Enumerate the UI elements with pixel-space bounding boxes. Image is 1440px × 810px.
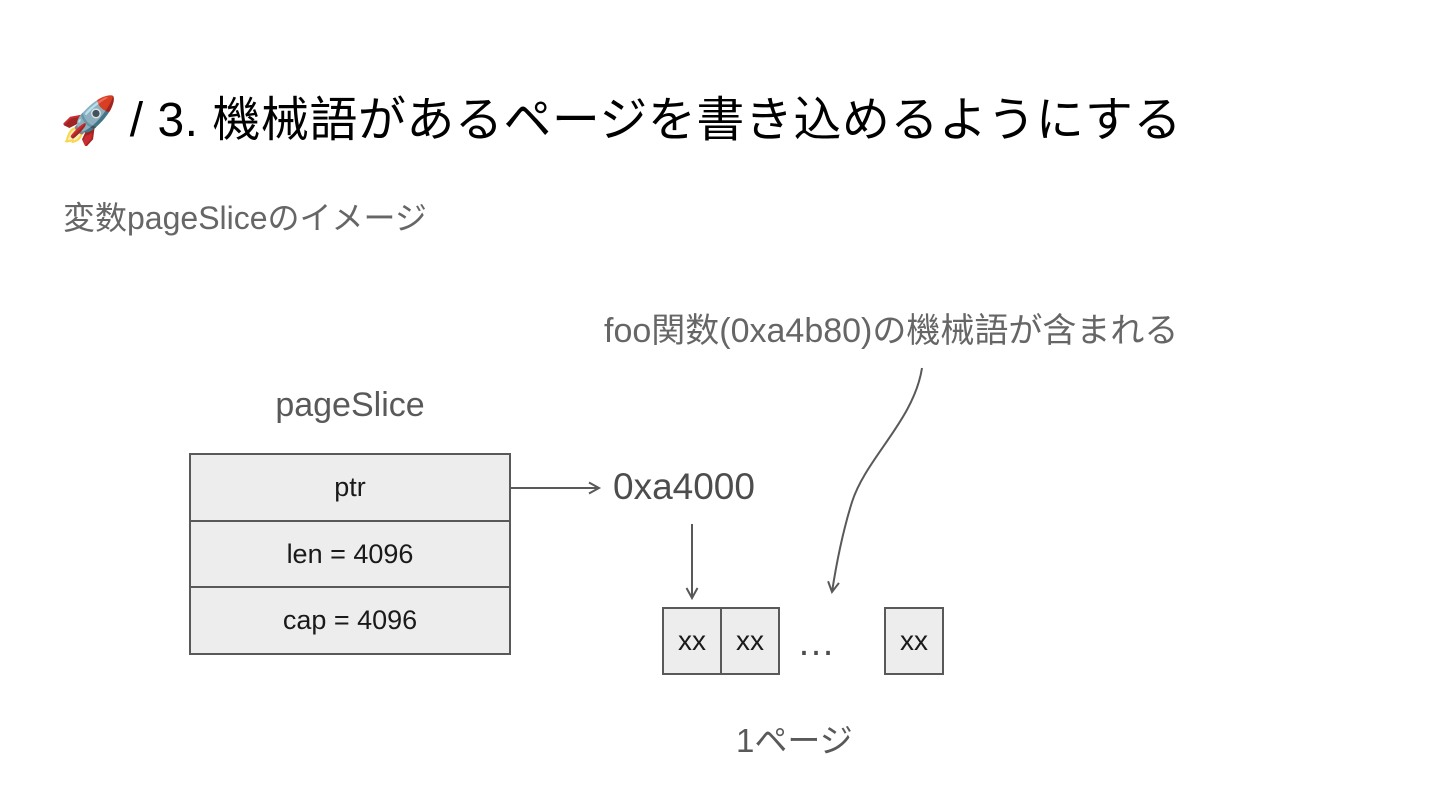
rocket-emoji-icon: 🚀 bbox=[60, 94, 118, 146]
byte-cell: xx bbox=[720, 607, 780, 675]
slide-title: 🚀/ 3. 機械語があるページを書き込めるようにする bbox=[60, 80, 1182, 150]
pageslice-label: pageSlice bbox=[275, 386, 425, 424]
slide-title-text: / 3. 機械語があるページを書き込めるようにする bbox=[129, 94, 1182, 147]
annotation-to-page-arrow bbox=[827, 367, 923, 595]
byte-ellipsis: … bbox=[797, 622, 838, 664]
slide-subtitle: 変数pageSliceのイメージ bbox=[63, 200, 427, 236]
struct-row-ptr: ptr bbox=[189, 453, 511, 522]
page-byte-cells: xx xx bbox=[662, 607, 780, 675]
byte-cell: xx bbox=[662, 607, 722, 675]
pageslice-struct-box: ptr len = 4096 cap = 4096 bbox=[189, 453, 511, 656]
struct-row-cap: cap = 4096 bbox=[189, 586, 511, 656]
machine-code-annotation: foo関数(0xa4b80)の機械語が含まれる bbox=[604, 312, 1179, 350]
page-size-label: 1ページ bbox=[736, 722, 853, 759]
pointer-address: 0xa4000 bbox=[613, 466, 755, 507]
byte-cell-last: xx bbox=[884, 607, 944, 675]
struct-row-len: len = 4096 bbox=[189, 519, 511, 589]
